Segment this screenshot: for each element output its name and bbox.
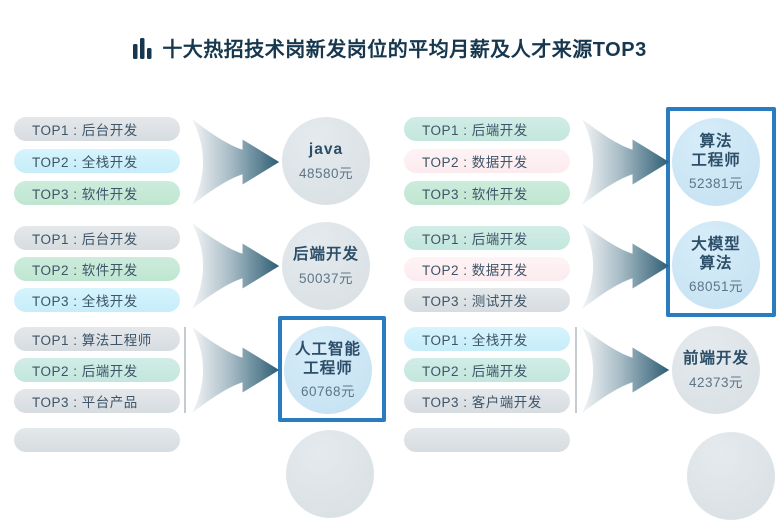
job-name: 人工智能 工程师 xyxy=(294,340,361,377)
source-pill: TOP1 : 后端开发 xyxy=(404,226,570,250)
job-name: 前端开发 xyxy=(682,350,749,368)
source-pill-label: TOP2 : 数据开发 xyxy=(422,263,528,278)
source-pill: TOP3 : 测试开发 xyxy=(404,288,570,312)
source-pill: TOP2 : 后端开发 xyxy=(14,358,180,382)
highlight-box-right xyxy=(666,107,776,317)
source-pill: TOP3 : 平台产品 xyxy=(14,389,180,413)
source-pill: TOP1 : 后台开发 xyxy=(14,117,180,141)
job-salary: 48580元 xyxy=(298,165,354,181)
job-name: 后端开发 xyxy=(292,246,359,264)
source-pill: TOP2 : 全栈开发 xyxy=(14,149,180,173)
page-title: 十大热招技术岗新发岗位的平均月薪及人才来源TOP3 xyxy=(162,39,647,61)
job-name: java xyxy=(308,141,344,159)
funnel-arrow-icon xyxy=(581,222,670,310)
source-pill-label: TOP2 : 全栈开发 xyxy=(32,155,138,170)
funnel-arrow-icon xyxy=(581,326,670,414)
job-name: 算法 工程师 xyxy=(691,132,741,169)
funnel-arrow-icon xyxy=(191,118,280,206)
title-bar: 十大热招技术岗新发岗位的平均月薪及人才来源TOP3 xyxy=(0,33,780,62)
source-pill-label: TOP2 : 后端开发 xyxy=(32,364,138,379)
source-pill-label: TOP3 : 软件开发 xyxy=(32,187,138,202)
job-circle-partial xyxy=(687,432,775,520)
source-pill-label: TOP3 : 测试开发 xyxy=(422,294,528,309)
source-pill-partial xyxy=(14,428,180,452)
source-pill-label: TOP1 : 后端开发 xyxy=(422,123,528,138)
bar-chart-icon xyxy=(133,38,152,59)
source-pill-label: TOP1 : 后台开发 xyxy=(32,123,138,138)
funnel-arrow-icon xyxy=(581,118,670,206)
job-name: 大模型 算法 xyxy=(691,235,741,272)
source-pill-label: TOP1 : 后台开发 xyxy=(32,232,138,247)
source-pill-label: TOP1 : 全栈开发 xyxy=(422,333,528,348)
source-pill: TOP3 : 客户端开发 xyxy=(404,389,570,413)
source-pill: TOP3 : 全栈开发 xyxy=(14,288,180,312)
job-salary: 42373元 xyxy=(688,374,744,390)
source-pill-label: TOP3 : 全栈开发 xyxy=(32,294,138,309)
source-pill: TOP2 : 数据开发 xyxy=(404,257,570,281)
source-pill: TOP3 : 软件开发 xyxy=(14,181,180,205)
source-pill-label: TOP2 : 软件开发 xyxy=(32,263,138,278)
source-pill: TOP1 : 算法工程师 xyxy=(14,327,180,351)
divider-line xyxy=(184,327,186,413)
funnel-arrow-icon xyxy=(191,326,280,414)
job-salary: 68051元 xyxy=(688,279,744,295)
job-salary: 50037元 xyxy=(298,270,354,286)
source-pill-partial xyxy=(404,428,570,452)
divider-line xyxy=(575,327,577,413)
source-pill-label: TOP3 : 平台产品 xyxy=(32,395,138,410)
source-pill: TOP2 : 后端开发 xyxy=(404,358,570,382)
source-pill-label: TOP3 : 客户端开发 xyxy=(422,395,542,410)
job-circle: 大模型 算法 68051元 xyxy=(672,221,760,309)
job-salary: 52381元 xyxy=(688,176,744,192)
source-pill-label: TOP1 : 后端开发 xyxy=(422,232,528,247)
source-pill: TOP1 : 后台开发 xyxy=(14,226,180,250)
funnel-arrow-icon xyxy=(191,222,280,310)
job-circle: 算法 工程师 52381元 xyxy=(672,118,760,206)
job-circle: 后端开发 50037元 xyxy=(282,222,370,310)
source-pill: TOP1 : 全栈开发 xyxy=(404,327,570,351)
infographic-canvas: { "title": { "text": "十大热招技术岗新发岗位的平均月薪及人… xyxy=(0,33,780,520)
highlight-box-left xyxy=(278,316,386,422)
source-pill: TOP2 : 软件开发 xyxy=(14,257,180,281)
source-pill-label: TOP3 : 软件开发 xyxy=(422,187,528,202)
source-pill-label: TOP2 : 数据开发 xyxy=(422,155,528,170)
job-salary: 60768元 xyxy=(300,384,356,400)
source-pill: TOP2 : 数据开发 xyxy=(404,149,570,173)
job-circle-partial xyxy=(286,430,374,518)
source-pill-label: TOP2 : 后端开发 xyxy=(422,364,528,379)
source-pill: TOP1 : 后端开发 xyxy=(404,117,570,141)
job-circle: java 48580元 xyxy=(282,117,370,205)
source-pill-label: TOP1 : 算法工程师 xyxy=(32,333,152,348)
job-circle: 前端开发 42373元 xyxy=(672,326,760,414)
job-circle: 人工智能 工程师 60768元 xyxy=(284,326,372,414)
source-pill: TOP3 : 软件开发 xyxy=(404,181,570,205)
